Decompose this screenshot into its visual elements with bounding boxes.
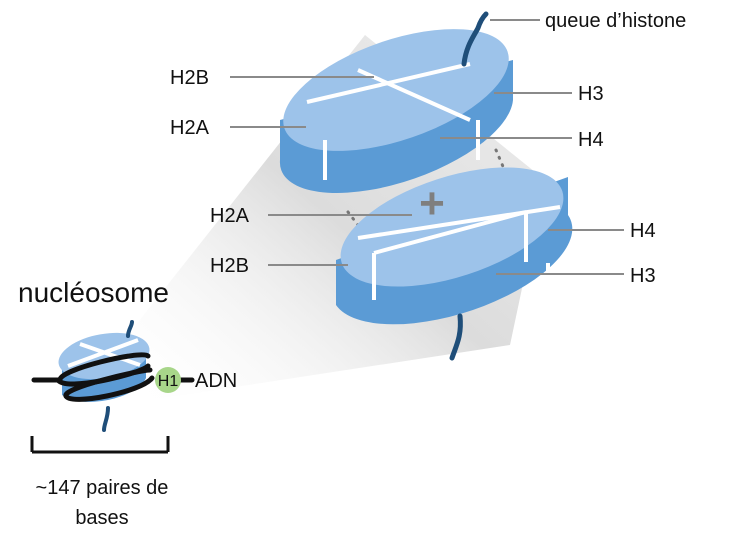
- h1-label: H1: [158, 373, 179, 390]
- leader-lines: [230, 19, 624, 275]
- lower-h4-label: H4: [630, 220, 656, 242]
- dotted-connector-left: [346, 210, 376, 248]
- base-pairs-label-line1: ~147 paires de: [36, 477, 169, 499]
- upper-h2a-label: H2A: [170, 117, 210, 139]
- lower-h2b-label: H2B: [210, 255, 249, 277]
- dna-label: ADN: [195, 370, 237, 392]
- base-pairs-label-line2: bases: [75, 507, 128, 529]
- histone-tail-top: [461, 11, 489, 67]
- dna-wrap: [31, 352, 195, 402]
- upper-h2b-label: H2B: [170, 67, 209, 89]
- upper-h4-label: H4: [578, 129, 604, 151]
- base-pairs-bracket: [30, 436, 170, 454]
- histone-tail-bottom: [449, 313, 463, 361]
- small-histone-tail-top: [126, 320, 134, 338]
- histone-tail-label: queue d’histone: [545, 10, 686, 32]
- lower-h3-label: H3: [630, 265, 656, 287]
- upper-h3-label: H3: [578, 83, 604, 105]
- plus-sign: +: [419, 179, 445, 228]
- small-histone-tail-bottom: [102, 406, 110, 432]
- h1-circle: [155, 367, 181, 393]
- lower-h2a-label: H2A: [210, 205, 250, 227]
- upper-histone-disc: [279, 29, 513, 193]
- nucleosome-label: nucléosome: [18, 277, 169, 308]
- lower-histone-disc: [336, 167, 573, 325]
